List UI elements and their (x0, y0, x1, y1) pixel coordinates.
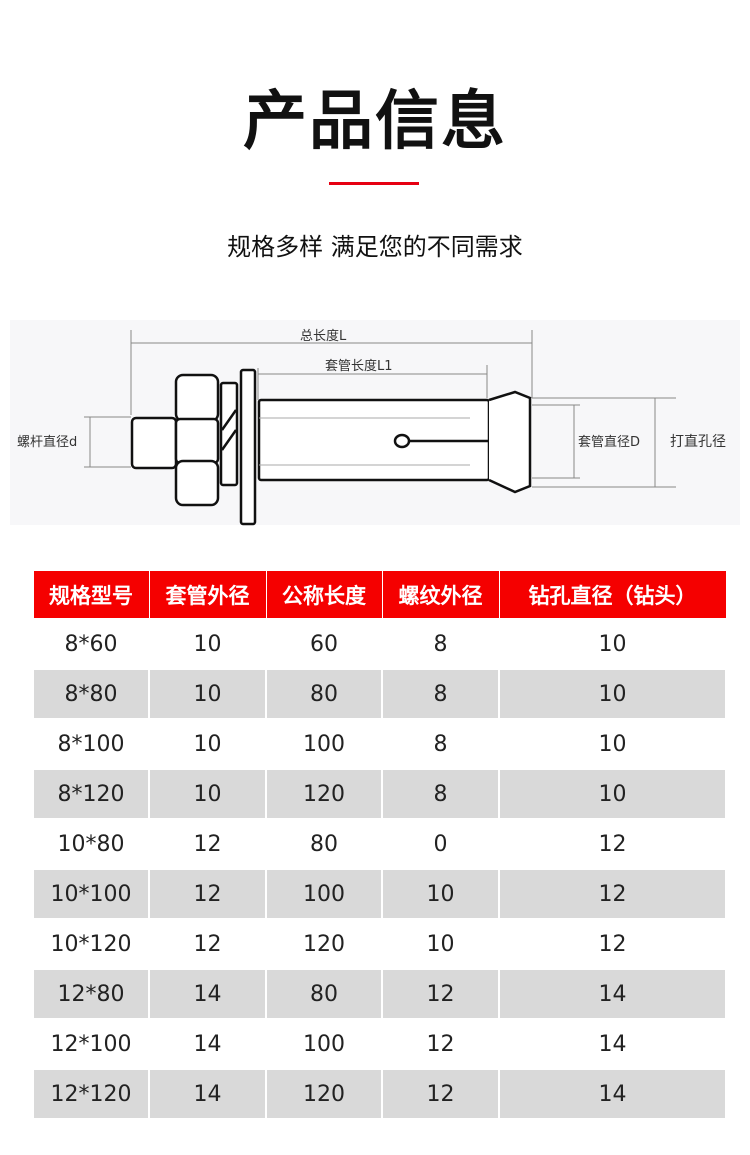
table-cell: 12 (498, 818, 727, 870)
total-length-label: 总长度L (300, 328, 347, 344)
table-cell: 12 (381, 1018, 500, 1070)
table-cell: 10 (148, 768, 267, 820)
table-cell: 10 (148, 618, 267, 670)
table-cell: 10 (498, 768, 727, 820)
column-header: 规格型号 (32, 570, 150, 620)
table-cell: 14 (498, 968, 727, 1020)
table-cell: 14 (148, 1018, 267, 1070)
sleeve-diameter-label: 套管直径D (578, 434, 640, 450)
table-cell: 12 (498, 868, 727, 920)
table-cell: 100 (265, 1018, 383, 1070)
table-cell: 12*80 (32, 968, 150, 1020)
page-title: 产品信息 (243, 85, 507, 159)
table-cell: 10 (381, 868, 500, 920)
table-cell: 10*80 (32, 818, 150, 870)
table-cell: 12*120 (32, 1068, 150, 1120)
table-cell: 10 (148, 718, 267, 770)
table-cell: 120 (265, 918, 383, 970)
table-cell: 8*60 (32, 618, 150, 670)
table-cell: 10 (381, 918, 500, 970)
table-cell: 10 (498, 718, 727, 770)
table-cell: 8*100 (32, 718, 150, 770)
table-cell: 10 (148, 668, 267, 720)
table-cell: 10 (498, 668, 727, 720)
table-header-row: 规格型号套管外径公称长度螺纹外径钻孔直径（钻头） (32, 570, 727, 620)
table-cell: 10*100 (32, 868, 150, 920)
table-cell: 80 (265, 818, 383, 870)
table-cell: 14 (498, 1068, 727, 1120)
table-cell: 12 (148, 818, 267, 870)
table-cell: 10 (498, 618, 727, 670)
table-cell: 8*80 (32, 668, 150, 720)
table-cell: 0 (381, 818, 500, 870)
table-cell: 80 (265, 668, 383, 720)
table-cell: 10*120 (32, 918, 150, 970)
table-cell: 60 (265, 618, 383, 670)
title-divider (329, 182, 419, 185)
table-cell: 8*120 (32, 768, 150, 820)
column-header: 螺纹外径 (381, 570, 500, 620)
table-cell: 12 (381, 968, 500, 1020)
table-cell: 12 (381, 1068, 500, 1120)
sleeve-length-label: 套管长度L1 (325, 358, 393, 374)
page-subtitle: 规格多样 满足您的不同需求 (227, 233, 523, 261)
table-cell: 120 (265, 768, 383, 820)
table-cell: 12 (498, 918, 727, 970)
bolt-diameter-label: 螺杆直径d (17, 435, 77, 450)
column-header: 公称长度 (265, 570, 383, 620)
table-cell: 14 (148, 1068, 267, 1120)
table-cell: 12*100 (32, 1018, 150, 1070)
column-header: 钻孔直径（钻头） (498, 570, 727, 620)
table-cell: 120 (265, 1068, 383, 1120)
table-cell: 100 (265, 868, 383, 920)
table-cell: 8 (381, 718, 500, 770)
column-header: 套管外径 (148, 570, 267, 620)
table-cell: 12 (148, 868, 267, 920)
table-cell: 8 (381, 768, 500, 820)
table-cell: 8 (381, 668, 500, 720)
table-cell: 14 (498, 1018, 727, 1070)
table-cell: 100 (265, 718, 383, 770)
table-cell: 12 (148, 918, 267, 970)
anchor-bolt-drawing: 总长度L 套管长度L1 螺杆直径d 套管直径D 打直孔径 (17, 328, 726, 526)
table-cell: 14 (148, 968, 267, 1020)
hole-diameter-label: 打直孔径 (670, 433, 726, 450)
table-cell: 80 (265, 968, 383, 1020)
table-cell: 8 (381, 618, 500, 670)
